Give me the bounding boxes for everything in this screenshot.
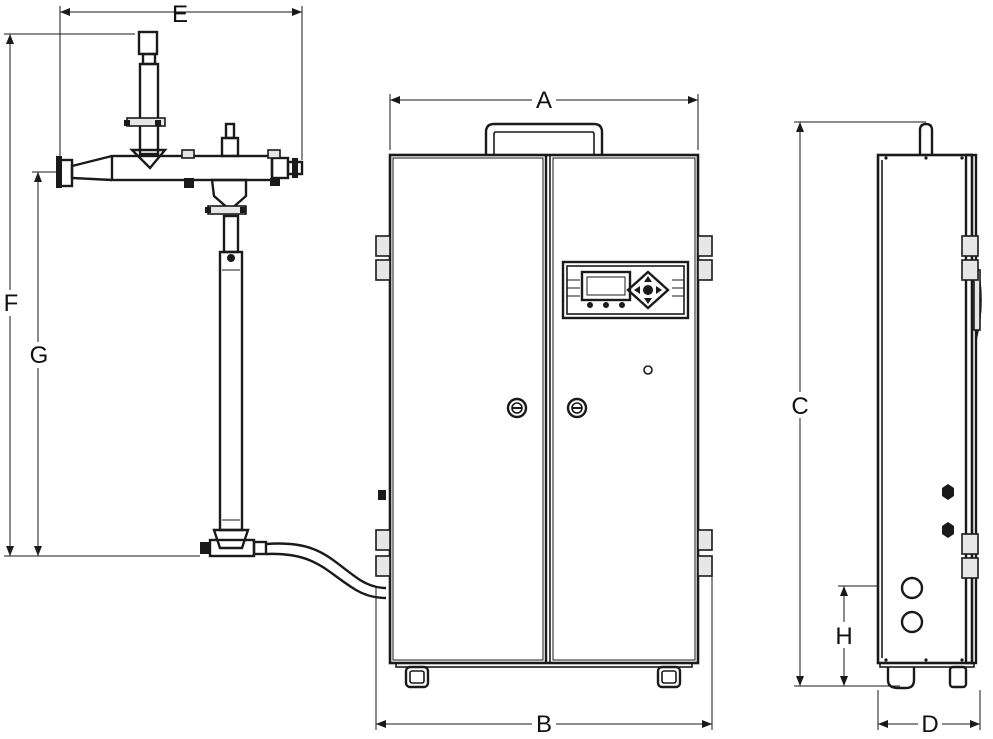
door-lock-left [506, 397, 528, 419]
label-g: G [30, 342, 49, 369]
label-d: D [921, 711, 938, 738]
port-upper [900, 576, 924, 600]
dimension-f: F [2, 33, 200, 557]
label-h: H [835, 623, 852, 650]
dimension-a: A [389, 86, 699, 150]
display-screen [580, 270, 632, 302]
control-panel [561, 260, 690, 320]
label-c: C [791, 393, 808, 420]
port-lower [900, 610, 924, 634]
pipe-assembly [56, 30, 387, 600]
cabinet-front-view [375, 122, 713, 689]
cabinet-side-view [876, 122, 982, 690]
label-f: F [4, 290, 19, 317]
door-lock-right [566, 397, 588, 419]
dimension-d: D [877, 690, 981, 738]
navigation-pad-icon [626, 270, 670, 310]
dimension-h: H [832, 585, 878, 686]
label-b: B [536, 711, 552, 738]
dimension-c: C [788, 121, 926, 687]
dimension-g: G [28, 171, 62, 556]
indicator-light [643, 365, 653, 375]
hex-fitting-icon [942, 484, 954, 500]
hex-fitting-icon [942, 522, 954, 538]
dimension-b: B [375, 576, 713, 738]
label-e: E [172, 1, 188, 28]
dimension-e: E [59, 1, 303, 160]
label-a: A [536, 87, 552, 114]
